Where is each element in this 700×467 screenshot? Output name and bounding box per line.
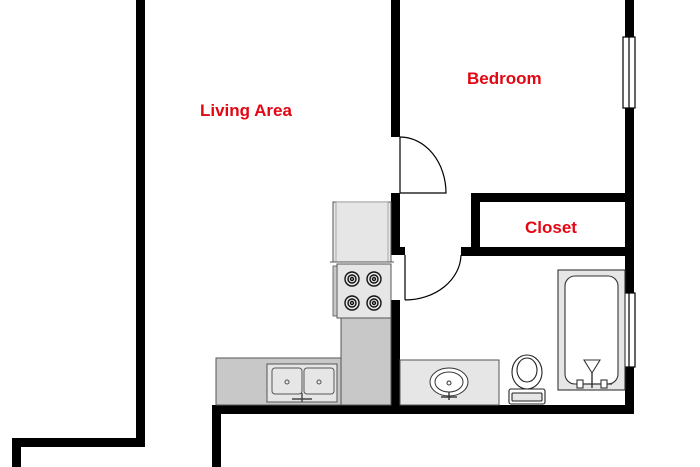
stove-burner [344, 295, 360, 311]
wall-left-vertical [136, 0, 145, 446]
vanity-sink [399, 359, 500, 406]
wall-closet-top [471, 193, 634, 202]
room-label-closet: Closet [525, 218, 577, 237]
room-label-bedroom: Bedroom [467, 69, 542, 88]
wall-closet-left [471, 193, 480, 253]
stove [332, 263, 392, 319]
bathtub [557, 269, 626, 391]
refrigerator [330, 201, 394, 263]
double-sink [266, 363, 338, 403]
wall-right-lower [625, 367, 634, 414]
toilet [508, 354, 546, 405]
stove-burner [344, 271, 360, 287]
wall-left-bottom [12, 438, 145, 447]
wall-partition-mid [391, 193, 400, 255]
wall-left-stub [12, 438, 21, 467]
wall-bath-top-left [391, 247, 405, 255]
stove-burner [366, 271, 382, 287]
wall-bath-top-right [461, 247, 634, 256]
bathroom-door [404, 254, 462, 301]
bedroom-door [399, 136, 447, 194]
wall-kitchen-bottom [212, 405, 634, 414]
bathroom-window [622, 292, 636, 368]
stove-burner [366, 295, 382, 311]
wall-partition-lower [391, 300, 400, 410]
bedroom-window [622, 36, 636, 109]
walls [12, 0, 634, 467]
wall-right-upper [625, 0, 634, 37]
wall-partition-upper [391, 0, 400, 137]
wall-kitchen-left-stub [212, 405, 221, 467]
room-label-living-area: Living Area [200, 101, 292, 120]
